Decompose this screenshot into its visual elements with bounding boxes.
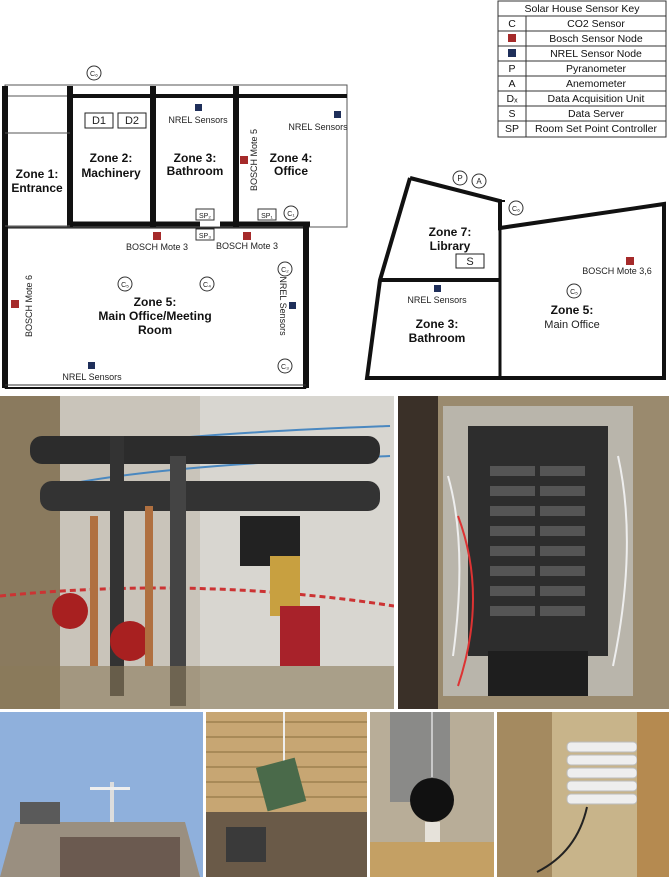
right-zone3-label-line2: Bathroom — [409, 331, 466, 345]
right-zone5-label-line2: Main Office — [544, 319, 599, 331]
key-bosch-square-icon — [508, 34, 516, 42]
photo-plumbing-manifold — [0, 396, 394, 709]
anemometer-label: A — [476, 177, 482, 186]
key-symbol-server: S — [508, 108, 515, 120]
key-symbol-daq: Dₓ — [506, 93, 518, 105]
bosch-mote3-right-label: BOSCH Mote 3 — [216, 241, 278, 251]
zone3-label-line2: Bathroom — [167, 164, 224, 178]
right-bosch-label: BOSCH Mote 3,6 — [582, 266, 652, 276]
key-title: Solar House Sensor Key — [525, 3, 641, 15]
zone7-label-line1: Zone 7: — [429, 225, 472, 239]
floor-plan-main: Zone 1: Entrance Zone 2: Machinery Zone … — [2, 65, 348, 389]
co2-c6-label: C₆ — [90, 71, 98, 78]
nrel-zone5-bottom-label: NREL Sensors — [62, 372, 122, 382]
anemometer-icon — [471, 173, 487, 189]
key-symbol-co2: C — [508, 18, 516, 30]
right-c5-label: C₅ — [570, 289, 578, 296]
co2-sensor-c3-icon — [277, 358, 293, 374]
key-symbol-anemometer: A — [508, 78, 515, 90]
nrel-zone3-label: NREL Sensors — [168, 115, 228, 125]
zone5-label-line2: Main Office/Meeting — [98, 309, 211, 323]
zone5-label-line3: Room — [138, 323, 172, 337]
co2-sensor-c4-icon — [199, 276, 215, 292]
co2-sensor-c2-icon — [277, 261, 293, 277]
right-zone5-label-line1: Zone 5: — [551, 303, 594, 317]
co2-sensor-right-c6-icon — [508, 200, 524, 216]
zone5-label-line1: Zone 5: — [134, 295, 177, 309]
daq-d2: D2 — [125, 115, 139, 127]
bosch-mote6-label: BOSCH Mote 6 — [24, 275, 34, 337]
zone2-label-line1: Zone 2: — [90, 151, 133, 165]
key-label-co2: CO2 Sensor — [567, 18, 625, 30]
key-label-nrel: NREL Sensor Node — [550, 48, 642, 60]
photo-globe-thermometer — [370, 712, 494, 877]
co2-c3-label: C₃ — [281, 364, 289, 371]
bosch-mote5-icon — [240, 156, 248, 164]
bosch-mote5-label: BOSCH Mote 5 — [249, 129, 259, 191]
zone1-label-line1: Zone 1: — [16, 167, 59, 181]
right-nrel-node-icon — [434, 285, 441, 292]
photo-rooftop-weather-station — [0, 712, 203, 877]
nrel-zone5-right-label: NREL Sensors — [278, 276, 288, 336]
co2-sensor-c6-icon — [86, 65, 102, 81]
zone1-label-line2: Entrance — [11, 181, 63, 195]
pyranometer-icon — [452, 170, 468, 186]
bosch-mote6-icon — [11, 300, 19, 308]
setpoint-sp1: SP₁ — [261, 213, 273, 220]
key-label-bosch: Bosch Sensor Node — [549, 33, 643, 45]
co2-c4-label: C₄ — [203, 282, 211, 289]
bosch-mote3-right-icon — [243, 232, 251, 240]
nrel-node-zone4-icon — [334, 111, 341, 118]
zone7-label-line2: Library — [430, 239, 471, 253]
zone4-label-line1: Zone 4: — [270, 151, 313, 165]
co2-c5-label: C₅ — [121, 282, 129, 289]
key-label-server: Data Server — [568, 108, 625, 120]
right-bosch-node-icon — [626, 257, 634, 265]
key-label-setpoint: Room Set Point Controller — [535, 123, 657, 135]
co2-c1-label: C₁ — [287, 211, 295, 218]
zone2-label-line2: Machinery — [81, 166, 141, 180]
bosch-mote3-left-icon — [153, 232, 161, 240]
co2-c2-label: C₂ — [281, 267, 289, 274]
photo-electrical-panel — [398, 396, 669, 709]
floor-plan-figure: Solar House Sensor Key C CO2 Sensor Bosc… — [2, 0, 667, 389]
co2-sensor-c5-icon — [117, 276, 133, 292]
key-symbol-setpoint: SP — [505, 123, 519, 135]
zone3-label-line1: Zone 3: — [174, 151, 217, 165]
daq-d1: D1 — [92, 115, 106, 127]
nrel-zone4-label: NREL Sensors — [288, 122, 348, 132]
nrel-node-zone3-icon — [195, 104, 202, 111]
key-label-pyranometer: Pyranometer — [566, 63, 627, 75]
setpoint-sp2: SP₂ — [199, 213, 211, 220]
bosch-mote3-left-label: BOSCH Mote 3 — [126, 242, 188, 252]
key-label-anemometer: Anemometer — [566, 78, 627, 90]
right-c6-label: C₆ — [512, 206, 520, 213]
zone4-label-line2: Office — [274, 164, 308, 178]
photo-hanging-sensor-node — [206, 712, 367, 877]
key-symbol-pyranometer: P — [508, 63, 515, 75]
co2-sensor-c1-icon — [283, 205, 299, 221]
sensor-key-table: Solar House Sensor Key C CO2 Sensor Bosc… — [497, 0, 667, 138]
floor-plan-second: Zone 7: Library Zone 3: Bathroom Zone 5:… — [364, 170, 666, 380]
right-zone3-label-line1: Zone 3: — [416, 317, 459, 331]
data-server-label: S — [466, 256, 473, 268]
nrel-node-zone5-right-icon — [289, 302, 296, 309]
co2-sensor-right-c5-icon — [566, 283, 582, 299]
nrel-node-zone5-bottom-icon — [88, 362, 95, 369]
key-label-daq: Data Acquisition Unit — [548, 93, 645, 105]
photo-radiation-shield — [497, 712, 669, 877]
setpoint-sp3: SP₃ — [199, 233, 211, 240]
key-nrel-square-icon — [508, 49, 516, 57]
pyranometer-label: P — [457, 174, 462, 183]
right-nrel-label: NREL Sensors — [407, 295, 467, 305]
